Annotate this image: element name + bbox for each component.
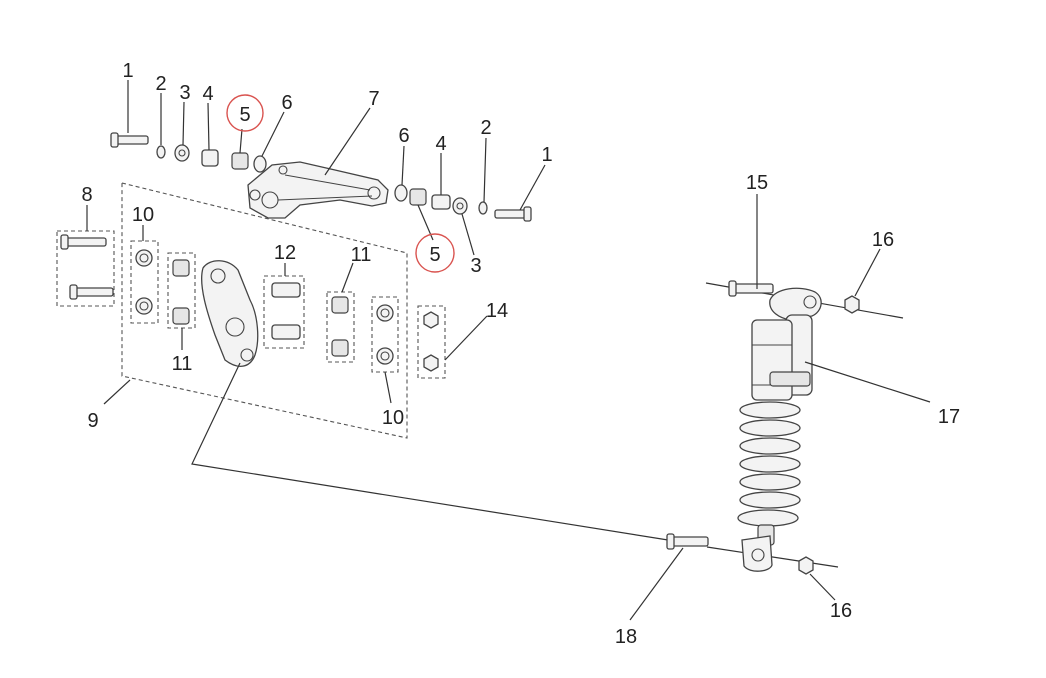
label-4-left: 4 [202,83,213,105]
rocker-arm-7 [247,161,389,219]
label-15: 15 [746,172,768,194]
bolt-8-upper [60,234,107,250]
label-16-bottom: 16 [830,600,852,622]
washer-2-right [478,201,488,215]
bolt-1-right [494,206,532,222]
bearing-5-left [231,152,249,170]
bearing-5-right [409,188,427,206]
label-1-right: 1 [541,144,552,166]
label-16-top: 16 [872,229,894,251]
label-5-left: 5 [239,104,250,126]
bolt-15 [728,280,774,297]
nut-16-top [844,295,860,314]
seal-6-right [394,184,408,202]
highlight-circle-5-left [226,94,264,132]
nut-16-bottom [798,556,814,575]
label-10-right: 10 [382,407,404,429]
label-7: 7 [368,88,379,110]
label-18: 18 [615,626,637,648]
label-8: 8 [81,184,92,206]
label-10-left: 10 [132,204,154,226]
dogbone-link [201,260,259,367]
label-1-left: 1 [122,60,133,82]
washer-3-left [174,144,190,162]
bolt-18 [666,533,709,550]
label-12: 12 [274,242,296,264]
assembly-line-dogbone-to-shock [191,362,669,541]
label-2-right: 2 [480,117,491,139]
label-6-left: 6 [281,92,292,114]
washer-3-right [452,197,468,215]
bolt-1-left [110,132,149,148]
group-8-box [56,230,115,307]
washer-2-left [156,145,166,159]
label-11-right: 11 [351,244,372,266]
label-3-right: 3 [470,255,481,277]
label-17: 17 [938,406,960,428]
label-11-left: 11 [172,353,193,375]
bushing-4-right [431,194,451,210]
kit-9-outline [121,182,408,439]
label-3-left: 3 [179,82,190,104]
label-6-right: 6 [398,125,409,147]
bushing-4-left [201,149,219,167]
group-14-box [417,305,446,379]
group-10-left-box [130,240,159,324]
label-14: 14 [486,300,508,322]
seal-6-left [253,155,267,173]
label-5-right: 5 [429,244,440,266]
label-4-right: 4 [435,133,446,155]
label-9: 9 [87,410,98,432]
bolt-8-lower [69,284,114,300]
highlight-circle-5-right [415,233,455,273]
label-2-left: 2 [155,73,166,95]
shock-absorber-17 [737,287,822,572]
